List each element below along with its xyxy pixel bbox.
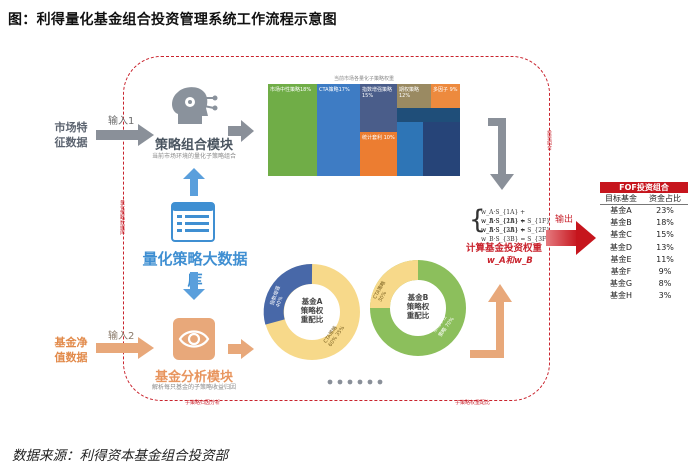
fund-nav-label: 基金净 值数据 bbox=[54, 336, 88, 364]
fof-fund-name: 基金B bbox=[610, 218, 632, 228]
treemap-cell-options: 期权策略12% bbox=[397, 84, 431, 108]
fof-table-title: FOF投资组合 bbox=[600, 182, 688, 193]
strategy-module-subtitle: 当前市场环境的量化子策略组合 bbox=[151, 153, 236, 160]
input1-label: 输入1 bbox=[108, 116, 135, 127]
treemap-cell-stat-arb: 统计套利 10% bbox=[360, 132, 397, 176]
fof-row: 基金G 8% bbox=[600, 278, 688, 290]
treemap-cell-multifactor: 多因子 9% bbox=[431, 84, 460, 108]
equation-2: w_A·S_{2A} + w_B·S_{2B} = S_{2F} bbox=[481, 218, 550, 234]
calc-weights-label: 计算基金投资权重 bbox=[466, 243, 543, 254]
treemap-cell-market-neutral: 市场中性策略18% bbox=[268, 84, 317, 176]
fof-row: 基金D 13% bbox=[600, 242, 688, 254]
donut-a-center-label: 基金A 策略权 重配比 bbox=[300, 297, 324, 324]
input2-label: 输入2 bbox=[108, 331, 135, 342]
fof-row: 基金H 3% bbox=[600, 290, 688, 302]
fof-fund-share: 23% bbox=[656, 206, 674, 215]
frame-left-label: 量化策略数据库 bbox=[119, 200, 125, 235]
fof-fund-name: 基金G bbox=[609, 279, 633, 289]
treemap-cell-other-3 bbox=[423, 122, 460, 176]
fof-row: 基金E 11% bbox=[600, 254, 688, 266]
fof-fund-share: 18% bbox=[656, 218, 674, 228]
treemap-cell-other-2 bbox=[397, 122, 423, 176]
treemap-caption: 当前市场各量化子策略权重 bbox=[333, 76, 394, 82]
donut-fund-b bbox=[370, 260, 466, 356]
input1-arrow bbox=[96, 124, 154, 146]
fof-table: FOF投资组合 目标基金 资金占比 基金A 23% 基金B 18% 基金C 15% 基金D 1… bbox=[600, 182, 688, 303]
calc-weights-vars: w_A和w_B bbox=[487, 256, 533, 266]
page-title: 图：利得量化基金组合投资管理系统工作流程示意图 bbox=[8, 12, 337, 28]
treemap-cell-index-enhance: 指数增强策略15% bbox=[360, 84, 397, 132]
eye-icon bbox=[173, 318, 215, 360]
fof-row: 基金C 15% bbox=[600, 229, 688, 241]
equation-3: w_A·S_{3A} + w_B·S_{3B} = S_{3F} bbox=[481, 227, 550, 243]
system-boundary-frame bbox=[123, 56, 550, 401]
fof-fund-name: 基金A bbox=[610, 206, 632, 215]
fof-fund-name: 基金C bbox=[610, 230, 632, 240]
output-arrow bbox=[546, 221, 596, 255]
fof-fund-share: 8% bbox=[658, 279, 672, 289]
brain-icon bbox=[172, 87, 218, 124]
fof-fund-name: 基金E bbox=[610, 254, 632, 264]
donut-fund-a bbox=[263, 263, 360, 360]
fof-header-fund: 目标基金 bbox=[605, 194, 637, 203]
frame-right-label: 投资组合 bbox=[546, 130, 552, 150]
fof-fund-name: 基金D bbox=[609, 242, 633, 252]
fof-table-header: 目标基金 资金占比 bbox=[600, 193, 688, 205]
equation-1: w_A·S_{1A} + w_B·S_{1B} = S_{1F} bbox=[481, 209, 550, 225]
down-arrow-db-to-analysis bbox=[183, 272, 205, 300]
source-note: 数据来源：利得资本基金组合投资部 bbox=[12, 448, 228, 464]
input2-arrow bbox=[96, 337, 154, 359]
fof-fund-share: 11% bbox=[656, 254, 674, 264]
fund-analysis-subtitle: 解析每只基金的子策略收益归因 bbox=[151, 384, 236, 391]
fof-row: 基金F 9% bbox=[600, 266, 688, 278]
fof-row: 基金A 23% bbox=[600, 205, 688, 217]
donut-to-calc-arrow bbox=[470, 284, 512, 358]
equation-brace: { bbox=[469, 205, 486, 235]
output-label: 输出 bbox=[555, 215, 574, 225]
fof-row: 基金B 18% bbox=[600, 217, 688, 229]
frame-bottom-label-1: 子策略归因分析 bbox=[185, 400, 221, 406]
fof-fund-name: 基金F bbox=[610, 266, 632, 276]
strategy-module-title: 策略组合模块 bbox=[154, 138, 233, 153]
treemap-chart: 市场中性策略18% CTA策略17% 指数增强策略15% 统计套利 10% 期权… bbox=[268, 84, 460, 176]
right-arrow-analysis bbox=[228, 339, 254, 359]
treemap-to-calc-arrow bbox=[488, 118, 514, 190]
fof-table-body: 基金A 23% 基金B 18% 基金C 15% 基金D 13% 基金E 11% 基金F 9% 基金G 8%… bbox=[600, 205, 688, 303]
treemap-cell-other-1 bbox=[397, 108, 460, 122]
fof-header-share: 资金占比 bbox=[649, 194, 681, 203]
fof-fund-share: 13% bbox=[656, 242, 674, 252]
frame-bottom-label-2: 子策略权重配比 bbox=[455, 400, 491, 406]
market-data-label: 市场特 征数据 bbox=[54, 121, 88, 149]
treemap-cell-cta: CTA策略17% bbox=[317, 84, 360, 176]
fof-fund-name: 基金H bbox=[609, 291, 632, 301]
fof-fund-share: 3% bbox=[658, 291, 672, 301]
fof-fund-share: 9% bbox=[658, 266, 672, 276]
right-arrow-strategy bbox=[228, 120, 254, 142]
pagination-dots bbox=[327, 379, 383, 385]
donut-b-center-label: 基金B 策略权 重配比 bbox=[406, 293, 430, 320]
fof-fund-share: 15% bbox=[656, 230, 674, 240]
database-table-icon bbox=[171, 202, 215, 242]
up-arrow-db-to-strategy bbox=[183, 168, 205, 196]
fund-analysis-title: 基金分析模块 bbox=[154, 370, 233, 385]
